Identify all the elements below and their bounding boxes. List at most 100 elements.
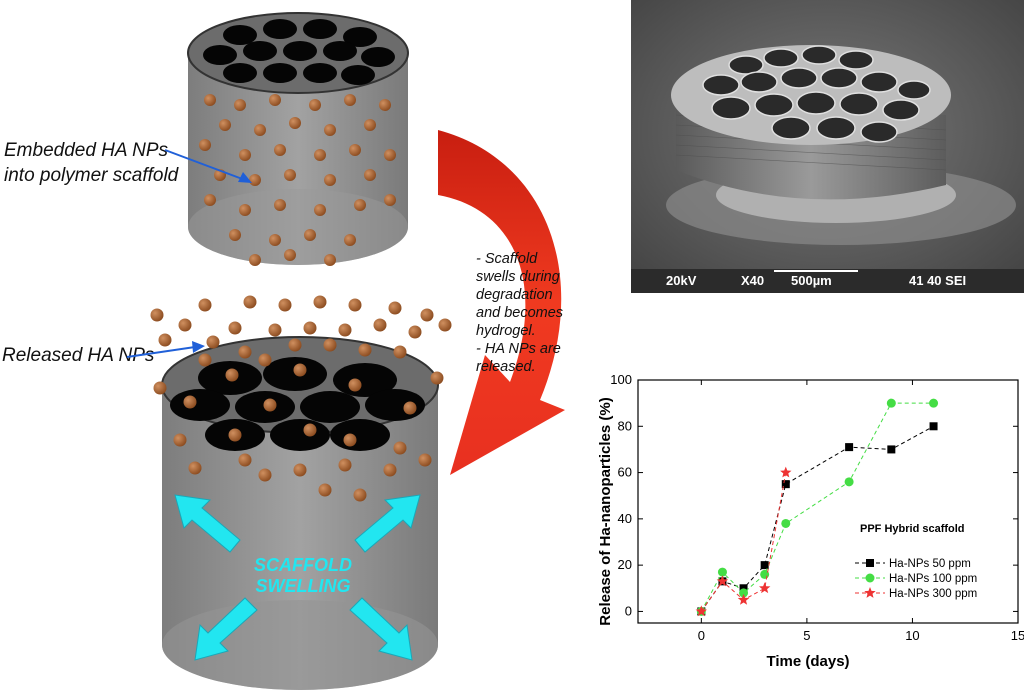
ha-nanoparticle [153, 381, 167, 395]
data-point [781, 518, 791, 528]
x-tick-label: 0 [698, 628, 705, 643]
ha-nanoparticle [309, 99, 321, 111]
data-point [844, 477, 854, 487]
ha-nanoparticle [379, 99, 391, 111]
ha-nanoparticle [258, 353, 272, 367]
data-point [739, 588, 749, 598]
ha-nanoparticle [343, 433, 357, 447]
x-tick-label: 15 [1011, 628, 1024, 643]
ha-nanoparticle [225, 368, 239, 382]
data-point [716, 575, 729, 587]
ha-nanoparticle [249, 254, 261, 266]
ha-nanoparticle [228, 428, 242, 442]
y-axis-label: Release of Ha-nanoparticles (%) [597, 397, 614, 625]
ha-nanoparticle [293, 463, 307, 477]
released-label: Released HA NPs [2, 345, 155, 366]
ha-nanoparticle [338, 323, 352, 337]
ha-nanoparticle [243, 295, 257, 309]
ha-nanoparticle [239, 149, 251, 161]
process-note-3: degradation [476, 287, 553, 303]
series-2 [695, 466, 792, 617]
ha-nanoparticle [228, 321, 242, 335]
legend-entry: Ha-NPs 50 ppm [889, 558, 971, 570]
ha-nanoparticle [269, 94, 281, 106]
ha-nanoparticle [383, 463, 397, 477]
data-point [781, 480, 790, 489]
process-note-7: released. [476, 359, 536, 375]
y-tick-label: 0 [625, 603, 632, 618]
ha-nanoparticle [344, 94, 356, 106]
ha-nanoparticle [373, 318, 387, 332]
ha-nanoparticle [289, 117, 301, 129]
swelling-label-line2: SWELLING [255, 576, 351, 596]
ha-nanoparticle [314, 149, 326, 161]
data-point [759, 582, 771, 594]
ha-nanoparticle [258, 468, 272, 482]
ha-nanoparticle [183, 395, 197, 409]
x-axis-label: Time (days) [766, 653, 849, 670]
legend-entry: Ha-NPs 100 ppm [889, 573, 977, 585]
embedded-label-line1: Embedded HA NPs [4, 140, 169, 161]
process-note-4: and becomes [476, 305, 564, 321]
ha-nanoparticle [293, 363, 307, 377]
ha-nanoparticle [384, 194, 396, 206]
ha-nanoparticle [269, 234, 281, 246]
ha-nanoparticle [303, 321, 317, 335]
swollen-scaffold [161, 336, 439, 690]
y-tick-label: 80 [618, 418, 632, 433]
ha-nanoparticle [204, 194, 216, 206]
sem-micrograph: 20kV X40 500µm 41 40 SEI [631, 0, 1024, 293]
ha-nanoparticle [158, 333, 172, 347]
y-tick-label: 100 [610, 372, 632, 387]
sem-magnification: X40 [741, 273, 765, 288]
ha-nanoparticle [274, 144, 286, 156]
swelling-label-line1: SCAFFOLD [254, 555, 352, 575]
ha-nanoparticle [288, 338, 302, 352]
process-notes: - Scaffold swells during degradation and… [476, 250, 563, 376]
process-note-2: swells during [476, 269, 560, 285]
ha-nanoparticle [384, 149, 396, 161]
ha-nanoparticle [324, 174, 336, 186]
data-point [737, 593, 750, 605]
series-0 [697, 422, 938, 616]
ha-nanoparticle [338, 458, 352, 472]
ha-nanoparticle [313, 295, 327, 309]
ha-nanoparticle [344, 234, 356, 246]
legend-swatch-marker [864, 587, 876, 598]
ha-nanoparticle [324, 124, 336, 136]
series-line [700, 402, 934, 612]
ha-nanoparticle [304, 229, 316, 241]
released-pointer-arrow [126, 341, 205, 358]
process-note-6: - HA NPs are [476, 341, 561, 357]
ha-nanoparticle [364, 119, 376, 131]
ha-nanoparticle [393, 441, 407, 455]
ha-nanoparticle [418, 453, 432, 467]
ha-nanoparticle [263, 398, 277, 412]
chart-series [695, 398, 939, 617]
released-particles [150, 295, 452, 395]
ha-nanoparticle [284, 249, 296, 261]
ha-nanoparticle [348, 378, 362, 392]
ha-nanoparticle [238, 345, 252, 359]
ha-nanoparticle [188, 461, 202, 475]
sem-info-bar [631, 269, 1024, 293]
ha-nanoparticle [268, 323, 282, 337]
legend-swatch-marker [865, 573, 875, 583]
data-point [695, 605, 707, 617]
embedded-pointer-arrow [164, 149, 252, 183]
ha-nanoparticle [284, 169, 296, 181]
ha-nanoparticle [274, 199, 286, 211]
sem-scale-bar [774, 270, 858, 272]
sem-id: 41 40 SEI [909, 273, 967, 288]
data-point [929, 422, 938, 431]
data-point [845, 443, 854, 452]
ha-nanoparticle [206, 335, 220, 349]
data-point [887, 445, 896, 454]
embedded-label-line2: into polymer scaffold [4, 165, 179, 186]
plot-frame [637, 379, 1019, 624]
y-tick-label: 60 [618, 465, 632, 480]
x-tick-label: 10 [905, 628, 919, 643]
